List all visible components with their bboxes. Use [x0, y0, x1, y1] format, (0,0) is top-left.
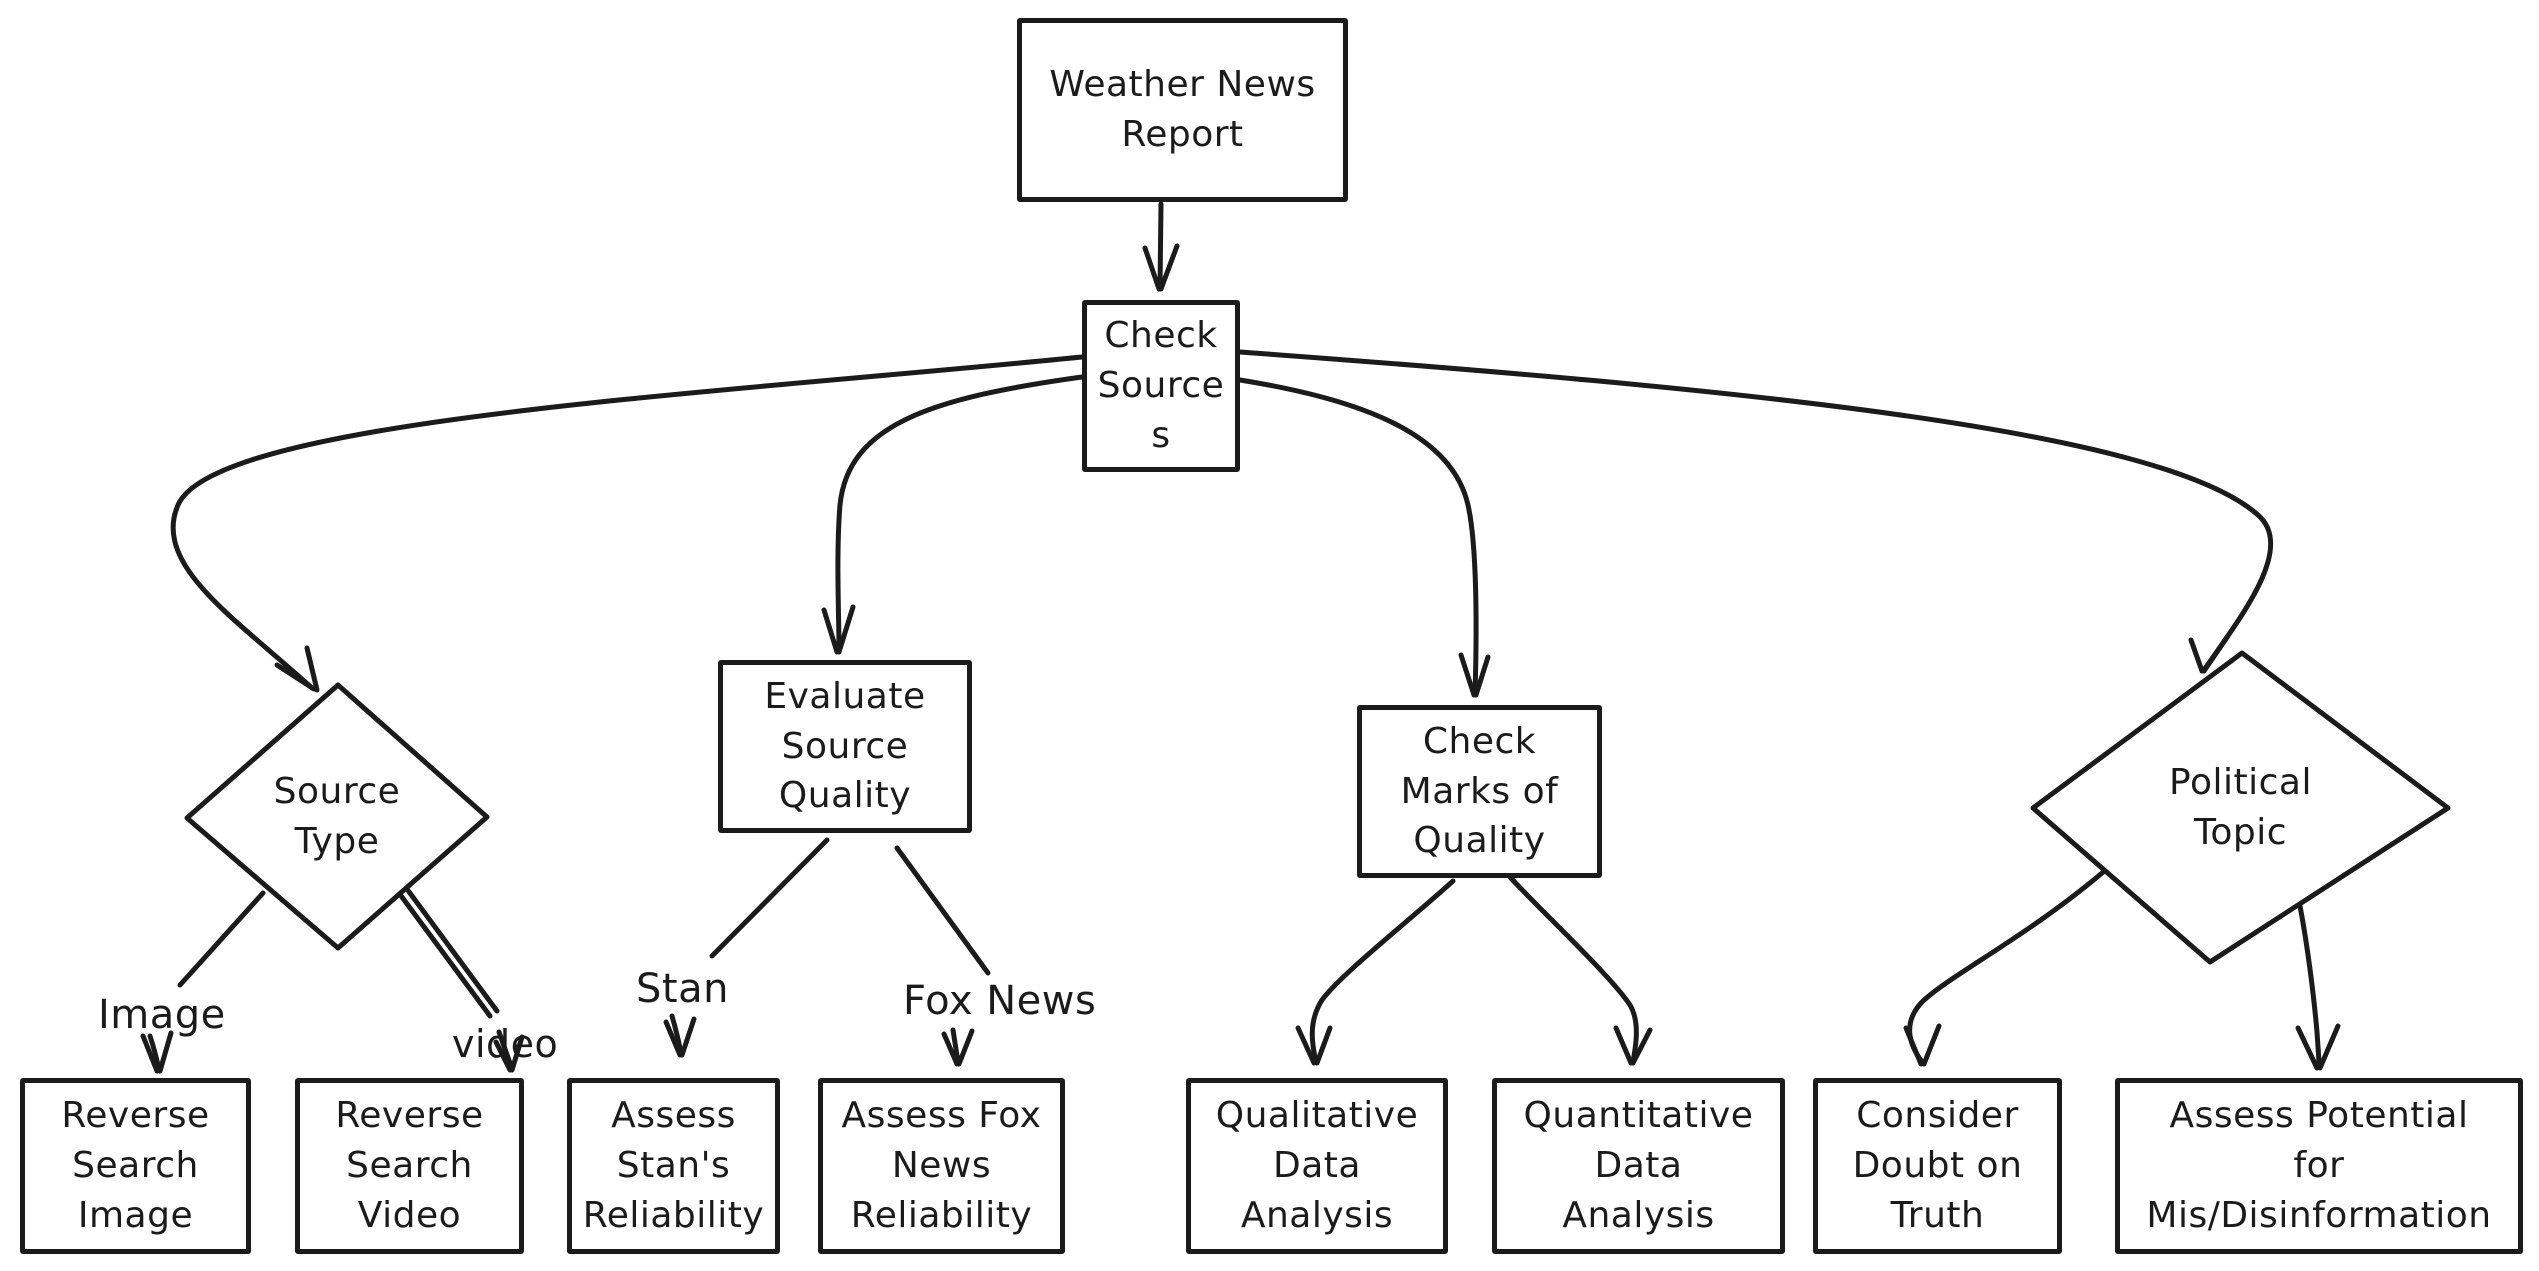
node-check-marks-of-quality[interactable]: Check Marks of Quality: [1357, 705, 1602, 878]
node-assess-fox-news-reliability[interactable]: Assess Fox News Reliability: [818, 1078, 1065, 1254]
edge-check-marks-to-qualitative: [1295, 878, 1456, 1066]
node-qualitative-data-analysis[interactable]: Qualitative Data Analysis: [1186, 1078, 1448, 1254]
edge-source-type-to-reverse-video: [393, 882, 525, 1073]
source-type-diamond-shape[interactable]: [184, 682, 490, 951]
edge-political-to-consider-doubt: [1903, 865, 2111, 1067]
node-reverse-search-video[interactable]: Reverse Search Video: [295, 1078, 524, 1254]
edge-label-fox-news: Fox News: [903, 978, 1097, 1024]
edge-label-image: Image: [98, 992, 226, 1038]
edge-check-marks-to-quantitative: [1504, 871, 1653, 1066]
node-assess-potential-mis-disinformation[interactable]: Assess Potential for Mis/Disinformation: [2115, 1078, 2523, 1254]
edge-check-sources-to-evaluate: [821, 374, 1085, 655]
edge-check-sources-to-source-type: [170, 354, 1085, 693]
node-check-sources[interactable]: Check Source s: [1082, 300, 1240, 472]
edge-label-stan: Stan: [636, 966, 729, 1012]
node-consider-doubt-on-truth[interactable]: Consider Doubt on Truth: [1813, 1078, 2062, 1254]
edge-source-type-to-reverse-image: [140, 890, 266, 1074]
edge-political-to-assess-potential: [2295, 903, 2341, 1071]
node-assess-stans-reliability[interactable]: Assess Stan's Reliability: [567, 1078, 780, 1254]
node-quantitative-data-analysis[interactable]: Quantitative Data Analysis: [1492, 1078, 1785, 1254]
edge-label-video: video: [452, 1022, 559, 1066]
edge-check-sources-to-political-topic: [1237, 349, 2274, 674]
political-topic-diamond-shape[interactable]: [2030, 650, 2451, 965]
node-evaluate-source-quality[interactable]: Evaluate Source Quality: [718, 660, 972, 833]
edge-weather-to-check-sources: [1142, 201, 1180, 292]
node-reverse-search-image[interactable]: Reverse Search Image: [20, 1078, 251, 1254]
node-weather-news-report[interactable]: Weather News Report: [1017, 18, 1348, 202]
edge-evaluate-to-fox-news-reliability: [894, 845, 991, 1067]
edge-check-sources-to-check-marks: [1237, 377, 1491, 698]
node-political-topic-label: Political Topic: [2169, 761, 2312, 853]
edge-evaluate-to-stans-reliability: [663, 837, 830, 1058]
node-source-type-label: Source Type: [273, 770, 401, 862]
